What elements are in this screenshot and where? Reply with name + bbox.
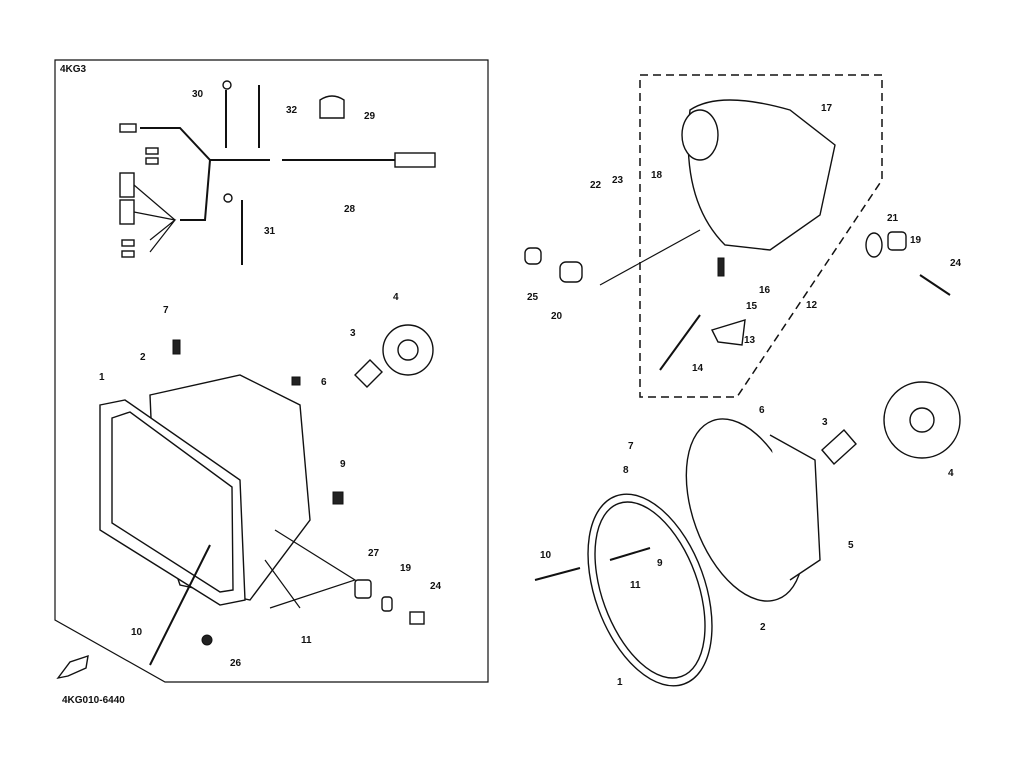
callout-right-9: 9 bbox=[657, 558, 663, 569]
callout-left-10: 10 bbox=[131, 627, 143, 638]
callout-right-17: 17 bbox=[821, 103, 833, 114]
callout-right-10: 10 bbox=[540, 550, 552, 561]
diagram-code: 4KG010-6440 bbox=[62, 695, 125, 706]
callout-right-14: 14 bbox=[692, 363, 704, 374]
callout-left-26: 26 bbox=[230, 658, 242, 669]
callout-left-3: 3 bbox=[350, 328, 356, 339]
callout-left-7: 7 bbox=[163, 305, 169, 316]
callout-right-25: 25 bbox=[527, 292, 539, 303]
callout-left-6: 6 bbox=[321, 377, 327, 388]
callout-right-19: 19 bbox=[910, 235, 922, 246]
left-panel-frame bbox=[54, 59, 489, 683]
callout-right-1: 1 bbox=[617, 677, 623, 688]
callout-right-18: 18 bbox=[651, 170, 663, 181]
callout-right-23: 23 bbox=[612, 175, 624, 186]
callout-left-2: 2 bbox=[140, 352, 146, 363]
callout-right-6: 6 bbox=[759, 405, 765, 416]
callout-left-31: 31 bbox=[264, 226, 276, 237]
callout-right-22: 22 bbox=[590, 180, 602, 191]
callout-left-27: 27 bbox=[368, 548, 380, 559]
callout-right-20: 20 bbox=[551, 311, 563, 322]
callout-left-24: 24 bbox=[430, 581, 442, 592]
callout-right-3: 3 bbox=[822, 417, 828, 428]
callout-right-2: 2 bbox=[760, 622, 766, 633]
callout-right-5: 5 bbox=[848, 540, 854, 551]
front-arrow-icon bbox=[56, 654, 89, 680]
callout-right-13: 13 bbox=[744, 335, 756, 346]
callout-right-7: 7 bbox=[628, 441, 634, 452]
callout-left-11: 11 bbox=[301, 635, 312, 646]
callout-left-30: 30 bbox=[192, 89, 204, 100]
model-code: 4KG3 bbox=[60, 64, 87, 75]
callout-left-1: 1 bbox=[99, 372, 105, 383]
callout-right-11: 11 bbox=[630, 580, 641, 591]
round-headlight bbox=[534, 381, 961, 687]
headlight-case-group-border bbox=[639, 74, 883, 398]
headlight-case bbox=[524, 99, 951, 371]
wire-harness bbox=[119, 80, 436, 265]
callout-left-19: 19 bbox=[400, 563, 412, 574]
callout-right-12: 12 bbox=[806, 300, 818, 311]
callout-right-21: 21 bbox=[887, 213, 899, 224]
rectangular-headlight bbox=[99, 324, 434, 666]
callout-right-15: 15 bbox=[746, 301, 758, 312]
callout-left-29: 29 bbox=[364, 111, 376, 122]
callout-left-9: 9 bbox=[340, 459, 346, 470]
callout-right-16: 16 bbox=[759, 285, 771, 296]
callout-left-28: 28 bbox=[344, 204, 356, 215]
callout-right-24: 24 bbox=[950, 258, 962, 269]
callout-left-32: 32 bbox=[286, 105, 298, 116]
callout-left-4: 4 bbox=[393, 292, 399, 303]
callout-right-4: 4 bbox=[948, 468, 954, 479]
callout-right-8: 8 bbox=[623, 465, 629, 476]
